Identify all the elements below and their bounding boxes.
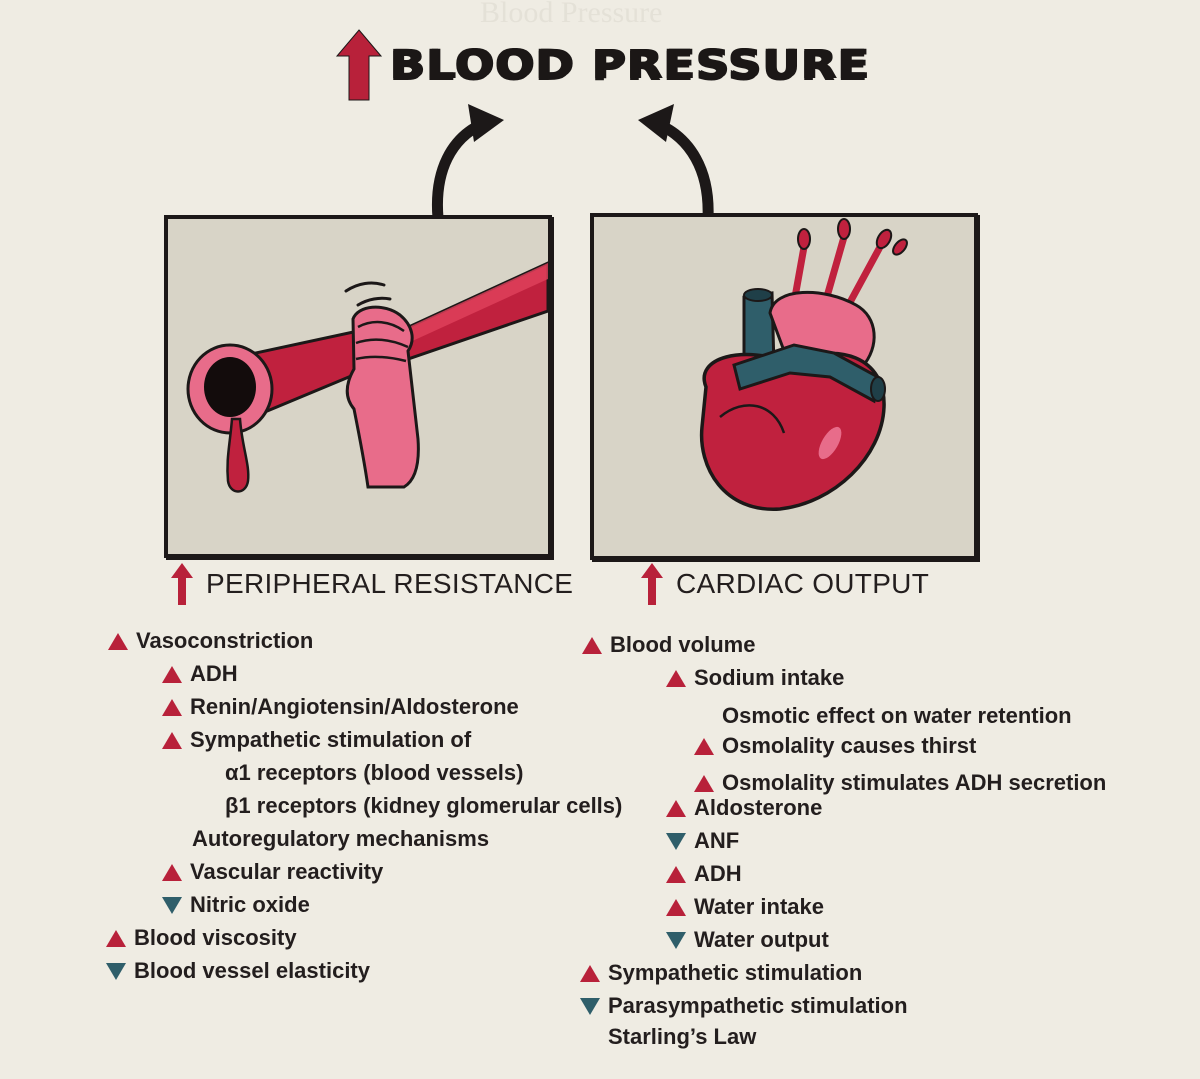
list-item: Water intake [666, 894, 824, 920]
list-item: Parasympathetic stimulation [580, 993, 908, 1019]
curved-arrow-left [431, 104, 504, 219]
bleed-through-text: Blood Pressure [480, 0, 663, 29]
increase-marker-icon [666, 799, 686, 817]
cardiac-output-panel [590, 213, 978, 560]
increase-marker-icon [162, 698, 182, 716]
list-item: Sympathetic stimulation of [162, 727, 471, 753]
list-item: Blood viscosity [106, 925, 297, 951]
increase-marker-icon [106, 929, 126, 947]
up-arrow-icon [335, 29, 383, 101]
list-item: Sympathetic stimulation [580, 960, 862, 986]
cardiac-output-label: CARDIAC OUTPUT [676, 568, 930, 599]
list-item: Osmolality stimulates ADH secretion [694, 770, 1106, 796]
increase-marker-icon [666, 898, 686, 916]
decrease-marker-icon [580, 997, 600, 1015]
increase-marker-icon [108, 632, 128, 650]
decrease-marker-icon [162, 896, 182, 914]
increase-marker-icon [694, 774, 714, 792]
list-item: Blood volume [582, 632, 755, 658]
increase-marker-icon [162, 863, 182, 881]
list-item: α1 receptors (blood vessels) [225, 760, 524, 785]
decrease-marker-icon [106, 962, 126, 980]
peripheral-resistance-heading: PERIPHERAL RESISTANCE [170, 562, 573, 606]
increase-marker-icon [694, 737, 714, 755]
list-item: β1 receptors (kidney glomerular cells) [225, 793, 623, 818]
increase-marker-icon [666, 865, 686, 883]
list-item: ADH [666, 861, 742, 887]
list-item: Osmolality causes thirst [694, 733, 976, 759]
list-item: Osmotic effect on water retention [722, 703, 1072, 728]
list-item: ANF [666, 828, 739, 854]
list-item: Autoregulatory mechanisms [192, 826, 490, 851]
list-item: Water output [666, 927, 829, 953]
increase-marker-icon [666, 669, 686, 687]
increase-marker-icon [580, 964, 600, 982]
list-item: Blood vessel elasticity [106, 958, 370, 984]
page-title: BLOOD PRESSURE [389, 42, 870, 88]
list-item: ADH [162, 661, 238, 687]
increase-marker-icon [162, 665, 182, 683]
increase-marker-icon [582, 636, 602, 654]
list-item: Vascular reactivity [162, 859, 383, 885]
title-block: BLOOD PRESSURE [335, 28, 868, 102]
list-item: Nitric oxide [162, 892, 310, 918]
curved-arrow-right [638, 104, 714, 219]
up-arrow-icon [171, 563, 193, 605]
list-item: Vasoconstriction [108, 628, 313, 654]
peripheral-resistance-label: PERIPHERAL RESISTANCE [206, 568, 574, 599]
list-item: Renin/Angiotensin/Aldosterone [162, 694, 519, 720]
heart-illustration [699, 218, 908, 511]
decrease-marker-icon [666, 931, 686, 949]
list-item: Sodium intake [666, 665, 844, 691]
vessel-squeeze-illustration [186, 261, 548, 493]
list-item: Aldosterone [666, 795, 822, 821]
increase-marker-icon [162, 731, 182, 749]
cardiac-output-heading: CARDIAC OUTPUT [640, 562, 929, 606]
peripheral-resistance-panel [164, 215, 552, 558]
decrease-marker-icon [666, 832, 686, 850]
up-arrow-icon [641, 563, 663, 605]
list-item: Starling’s Law [608, 1024, 757, 1049]
